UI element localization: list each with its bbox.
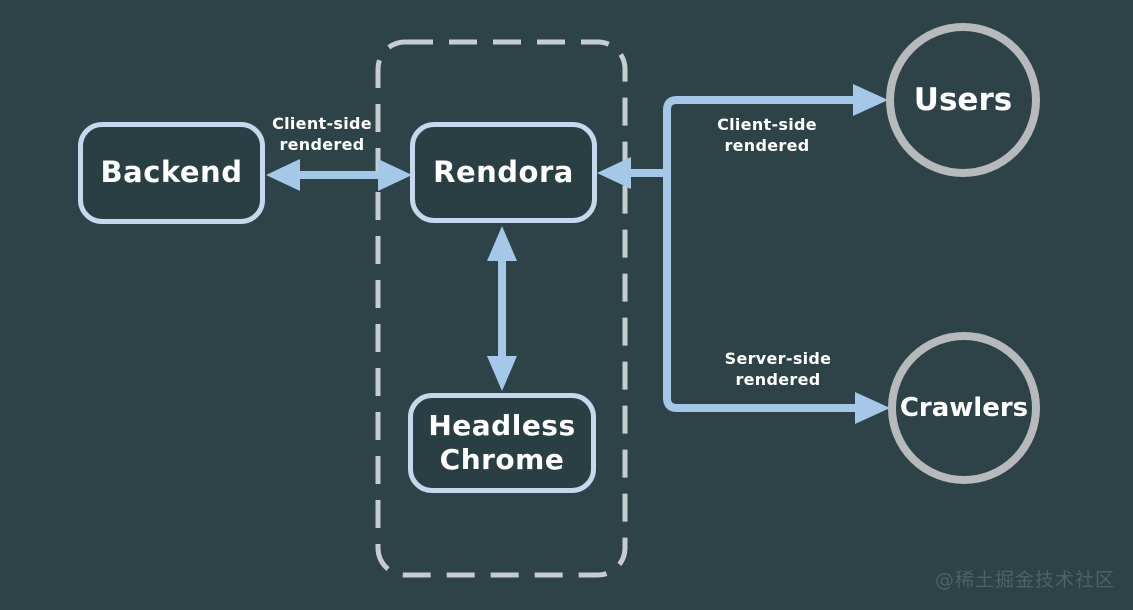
- node-crawlers-label: Crawlers: [899, 393, 1029, 423]
- arrowhead-into-rendora-bottom: [487, 226, 517, 261]
- arrowhead-into-users: [853, 84, 888, 116]
- node-headless-chrome: Headless Chrome: [408, 393, 596, 493]
- arrowhead-into-rendora-right: [597, 157, 631, 189]
- dashed-container-border: [375, 39, 628, 578]
- node-crawlers: Crawlers: [888, 332, 1040, 484]
- arrowhead-into-crawlers: [855, 392, 890, 424]
- node-backend-label: Backend: [100, 155, 243, 190]
- watermark-text: @稀土掘金技术社区: [934, 569, 1115, 591]
- edge-trunk-users-crawlers: [663, 96, 858, 412]
- node-users: Users: [886, 23, 1040, 177]
- node-headless-chrome-label: Headless Chrome: [428, 408, 576, 476]
- arrowhead-into-rendora-left: [378, 159, 412, 191]
- arrowhead-into-headless-chrome: [487, 356, 517, 391]
- node-rendora: Rendora: [410, 122, 597, 223]
- arrowhead-into-backend: [266, 159, 300, 191]
- edge-label-rendora-users: Client-side rendered: [717, 115, 817, 155]
- edge-label-backend-rendora: Client-side rendered: [272, 114, 372, 154]
- edge-label-rendora-crawlers: Server-side rendered: [724, 349, 832, 389]
- node-rendora-label: Rendora: [433, 154, 574, 189]
- node-backend: Backend: [78, 122, 265, 224]
- node-users-label: Users: [913, 82, 1013, 118]
